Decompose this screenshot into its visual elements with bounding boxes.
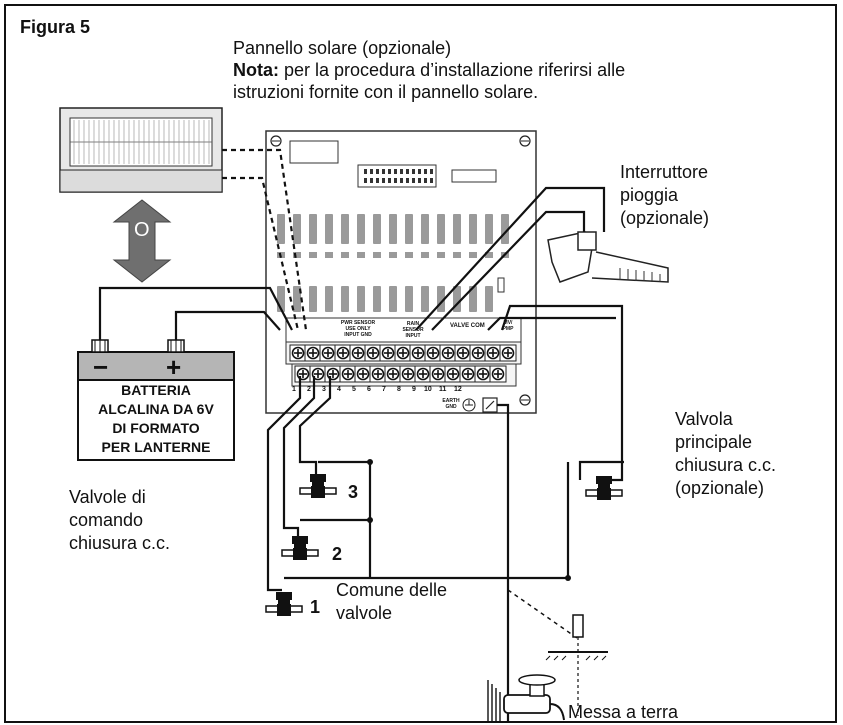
battery-minus: − bbox=[93, 352, 109, 382]
note-text-1: per la procedura d’installazione riferir… bbox=[279, 60, 626, 80]
power-sensor-label: PWR SENSOR USE ONLY INPUT GND bbox=[340, 320, 376, 338]
mv-pmp-label: MV/ PMP bbox=[502, 320, 514, 332]
ground-label: Messa a terra bbox=[568, 702, 679, 722]
battery-line-2: ALCALINA DA 6V bbox=[98, 401, 214, 417]
master-valve-line-4: (opzionale) bbox=[675, 478, 765, 498]
terminal-number: 3 bbox=[322, 386, 326, 393]
master-valve-line-3: chiusura c.c. bbox=[675, 455, 777, 475]
solar-panel-label: Pannello solare (opzionale) bbox=[233, 38, 452, 58]
terminal-number: 9 bbox=[412, 386, 416, 393]
wire-junctions bbox=[367, 459, 571, 581]
battery-line-4: PER LANTERNE bbox=[101, 439, 211, 455]
solar-note: Nota: per la procedura d’installazione r… bbox=[233, 59, 625, 81]
control-valves-line-2: comando bbox=[69, 510, 144, 530]
terminal-number: 12 bbox=[454, 386, 462, 393]
battery bbox=[77, 339, 235, 461]
or-double-arrow bbox=[112, 199, 172, 283]
terminal-number: 5 bbox=[352, 386, 356, 393]
control-valves-line-1: Valvole di bbox=[69, 487, 146, 507]
valve-number-2: 2 bbox=[332, 544, 343, 564]
terminal-number: 1 bbox=[292, 386, 296, 393]
water-faucet bbox=[487, 674, 565, 722]
master-valve-line-2: principale bbox=[675, 432, 753, 452]
terminal-strip bbox=[285, 317, 522, 413]
rain-switch-line-1: Interruttore bbox=[620, 162, 709, 182]
battery-line-1: BATTERIA bbox=[121, 382, 191, 398]
rain-switch-label: Interruttore pioggia (opzionale) bbox=[620, 161, 709, 230]
or-symbol: O bbox=[134, 219, 150, 241]
terminal-number: 6 bbox=[367, 386, 371, 393]
ground-stake bbox=[545, 614, 608, 716]
rain-sensor-label: RAIN SENSOR INPUT bbox=[402, 321, 424, 339]
valve-number-1: 1 bbox=[310, 597, 321, 617]
valves bbox=[265, 474, 623, 616]
note-text-2: istruzioni fornite con il pannello solar… bbox=[233, 82, 539, 102]
terminal-number: 7 bbox=[382, 386, 386, 393]
terminal-number: 2 bbox=[307, 386, 311, 393]
earth-gnd-label: EARTH GND bbox=[442, 398, 460, 410]
master-valve-label: Valvola principale chiusura c.c. (opzion… bbox=[675, 408, 776, 500]
wires bbox=[98, 148, 624, 722]
rain-switch-device bbox=[547, 231, 669, 283]
valve-common-line-1: Comune delle bbox=[336, 580, 448, 600]
terminal-number: 4 bbox=[337, 386, 341, 393]
rain-switch-line-3: (opzionale) bbox=[620, 208, 710, 228]
terminal-number: 10 bbox=[424, 386, 432, 393]
battery-plus: + bbox=[166, 352, 182, 382]
terminal-number: 11 bbox=[439, 386, 447, 393]
rain-switch-line-2: pioggia bbox=[620, 185, 679, 205]
master-valve-line-1: Valvola bbox=[675, 409, 733, 429]
valve-number-3: 3 bbox=[348, 482, 359, 502]
solar-panel bbox=[59, 107, 223, 193]
control-valves-line-3: chiusura c.c. bbox=[69, 533, 171, 553]
terminal-number: 8 bbox=[397, 386, 401, 393]
note-label: Nota: bbox=[233, 60, 279, 80]
valve-common-line-2: valvole bbox=[336, 603, 393, 623]
valve-com-label: VALVE COM bbox=[450, 323, 485, 329]
battery-label: BATTERIA ALCALINA DA 6V DI FORMATO PER L… bbox=[78, 381, 234, 457]
battery-line-3: DI FORMATO bbox=[112, 420, 200, 436]
figure-title: Figura 5 bbox=[20, 17, 91, 37]
valve-common-label: Comune delle valvole bbox=[336, 579, 447, 625]
figure-frame bbox=[4, 4, 837, 723]
control-valves-label: Valvole di comando chiusura c.c. bbox=[69, 486, 170, 555]
